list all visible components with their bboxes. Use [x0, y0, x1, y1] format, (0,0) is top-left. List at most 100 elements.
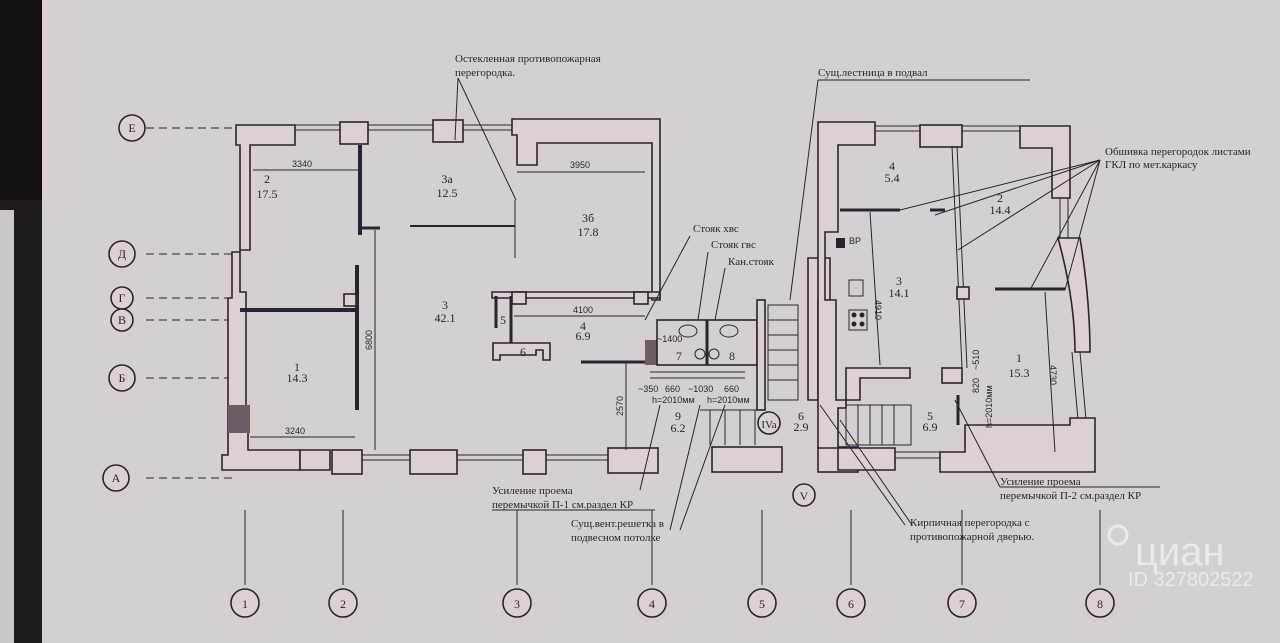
- axis-label: А: [112, 471, 121, 485]
- svg-text:17.8: 17.8: [578, 225, 599, 239]
- svg-text:1: 1: [1016, 351, 1022, 365]
- toilet-icon: [678, 324, 698, 338]
- stairs-iva: [700, 304, 799, 445]
- svg-text:3: 3: [514, 597, 520, 611]
- svg-text:Кан.стояк: Кан.стояк: [728, 256, 775, 268]
- svg-text:ID 327802522: ID 327802522: [1128, 569, 1254, 591]
- svg-text:8: 8: [729, 349, 735, 363]
- svg-text:5: 5: [759, 597, 765, 611]
- svg-text:перемычкой П-1 см.раздел КР: перемычкой П-1 см.раздел КР: [492, 499, 633, 511]
- dimensions: 3340 3950 6800 3240 4100 2570 4910 4730 …: [250, 159, 1058, 453]
- grid-cols: [244, 510, 1101, 585]
- paper-fold: [0, 210, 14, 643]
- axis-row-markers: Е Д Г В Б А: [102, 114, 146, 492]
- room-number: 2: [264, 172, 270, 186]
- svg-text:3а: 3а: [441, 172, 453, 186]
- grid-rows: [146, 127, 232, 479]
- svg-text:ГКЛ по мет.каркасу: ГКЛ по мет.каркасу: [1105, 159, 1198, 171]
- svg-text:h=2010мм: h=2010мм: [984, 385, 994, 428]
- svg-text:V: V: [800, 489, 809, 503]
- walls-middle: [650, 257, 859, 473]
- axis-col-markers: 1 2 3 4 5 6 7 8: [230, 588, 1115, 618]
- svg-text:h=2010мм: h=2010мм: [707, 395, 750, 405]
- hatched-column: [645, 340, 657, 365]
- stairs-v: [845, 404, 912, 446]
- svg-text:4: 4: [889, 159, 895, 173]
- svg-text:5.4: 5.4: [885, 171, 900, 185]
- svg-text:12.5: 12.5: [437, 186, 458, 200]
- svg-text:h=2010мм: h=2010мм: [652, 395, 695, 405]
- svg-text:перемычкой П-2 см.раздел КР: перемычкой П-2 см.раздел КР: [1000, 490, 1141, 502]
- svg-text:42.1: 42.1: [435, 311, 456, 325]
- svg-text:6: 6: [848, 597, 854, 611]
- walls-right: [817, 121, 1096, 473]
- svg-text:3б: 3б: [582, 211, 594, 225]
- watermark-logo-icon: [1107, 524, 1129, 546]
- svg-text:подвесном потолке: подвесном потолке: [571, 532, 661, 544]
- sink-icon: [848, 279, 864, 297]
- watermark: циан ID 327802522: [1107, 524, 1254, 591]
- washbasin-icon: [694, 348, 706, 360]
- svg-text:3950: 3950: [570, 160, 590, 170]
- walls-left: [221, 118, 661, 475]
- svg-text:6.9: 6.9: [576, 329, 591, 343]
- svg-text:5: 5: [500, 313, 506, 327]
- svg-text:противопожарной дверью.: противопожарной дверью.: [910, 531, 1035, 543]
- svg-text:5: 5: [927, 409, 933, 423]
- svg-text:4730: 4730: [1048, 365, 1058, 385]
- svg-text:3: 3: [442, 298, 448, 312]
- svg-text:15.3: 15.3: [1009, 366, 1030, 380]
- svg-text:820: 820: [971, 378, 981, 393]
- svg-text:циан: циан: [1135, 530, 1225, 574]
- markers: IVa V ВР: [757, 236, 861, 507]
- axis-label: В: [118, 313, 126, 327]
- axis-label: Е: [128, 121, 135, 135]
- svg-text:~350: ~350: [638, 384, 658, 394]
- photo-edge-top: [0, 0, 42, 200]
- svg-text:3240: 3240: [285, 426, 305, 436]
- room-area: 17.5: [257, 187, 278, 201]
- svg-text:2.9: 2.9: [794, 420, 809, 434]
- washbasin-icon: [708, 348, 720, 360]
- notes: Остекленная противопожарнаяперегородка. …: [455, 53, 1251, 544]
- svg-text:660: 660: [724, 384, 739, 394]
- svg-text:6: 6: [520, 345, 526, 359]
- svg-text:6.9: 6.9: [923, 420, 938, 434]
- svg-text:Усиление проема: Усиление проема: [1000, 476, 1081, 488]
- svg-text:ВР: ВР: [849, 236, 861, 246]
- svg-text:Остекленная противопожарная: Остекленная противопожарная: [455, 53, 601, 65]
- hatched-column: [228, 405, 250, 433]
- toilet-icon: [719, 324, 739, 338]
- svg-text:1: 1: [242, 597, 248, 611]
- svg-text:Обшивка перегородок листами: Обшивка перегородок листами: [1105, 146, 1251, 158]
- svg-text:2: 2: [340, 597, 346, 611]
- svg-text:4100: 4100: [573, 305, 593, 315]
- svg-text:Стояк гвс: Стояк гвс: [711, 239, 756, 251]
- svg-text:9: 9: [675, 409, 681, 423]
- svg-text:14.4: 14.4: [990, 203, 1011, 217]
- svg-text:6800: 6800: [364, 330, 374, 350]
- svg-text:6.2: 6.2: [671, 421, 686, 435]
- svg-text:7: 7: [676, 349, 682, 363]
- svg-text:~1030: ~1030: [688, 384, 713, 394]
- svg-text:3340: 3340: [292, 159, 312, 169]
- svg-text:2: 2: [997, 191, 1003, 205]
- axis-label: Г: [119, 291, 126, 305]
- svg-text:4910: 4910: [873, 300, 883, 320]
- svg-text:8: 8: [1097, 597, 1103, 611]
- svg-text:Усиление проема: Усиление проема: [492, 485, 573, 497]
- svg-text:4: 4: [580, 319, 586, 333]
- axis-label: Д: [118, 247, 126, 261]
- svg-text:~510: ~510: [971, 350, 981, 370]
- svg-text:14.3: 14.3: [287, 371, 308, 385]
- svg-text:Сущ.лестница в подвал: Сущ.лестница в подвал: [818, 67, 928, 79]
- svg-text:Кирпичная перегородка с: Кирпичная перегородка с: [910, 517, 1030, 529]
- leader-lines: [454, 77, 1160, 531]
- svg-text:IVa: IVa: [761, 419, 776, 431]
- svg-text:14.1: 14.1: [889, 286, 910, 300]
- svg-text:4: 4: [649, 597, 655, 611]
- svg-text:6: 6: [798, 409, 804, 423]
- svg-text:1: 1: [294, 360, 300, 374]
- svg-text:Сущ.вент.решетка в: Сущ.вент.решетка в: [571, 518, 664, 530]
